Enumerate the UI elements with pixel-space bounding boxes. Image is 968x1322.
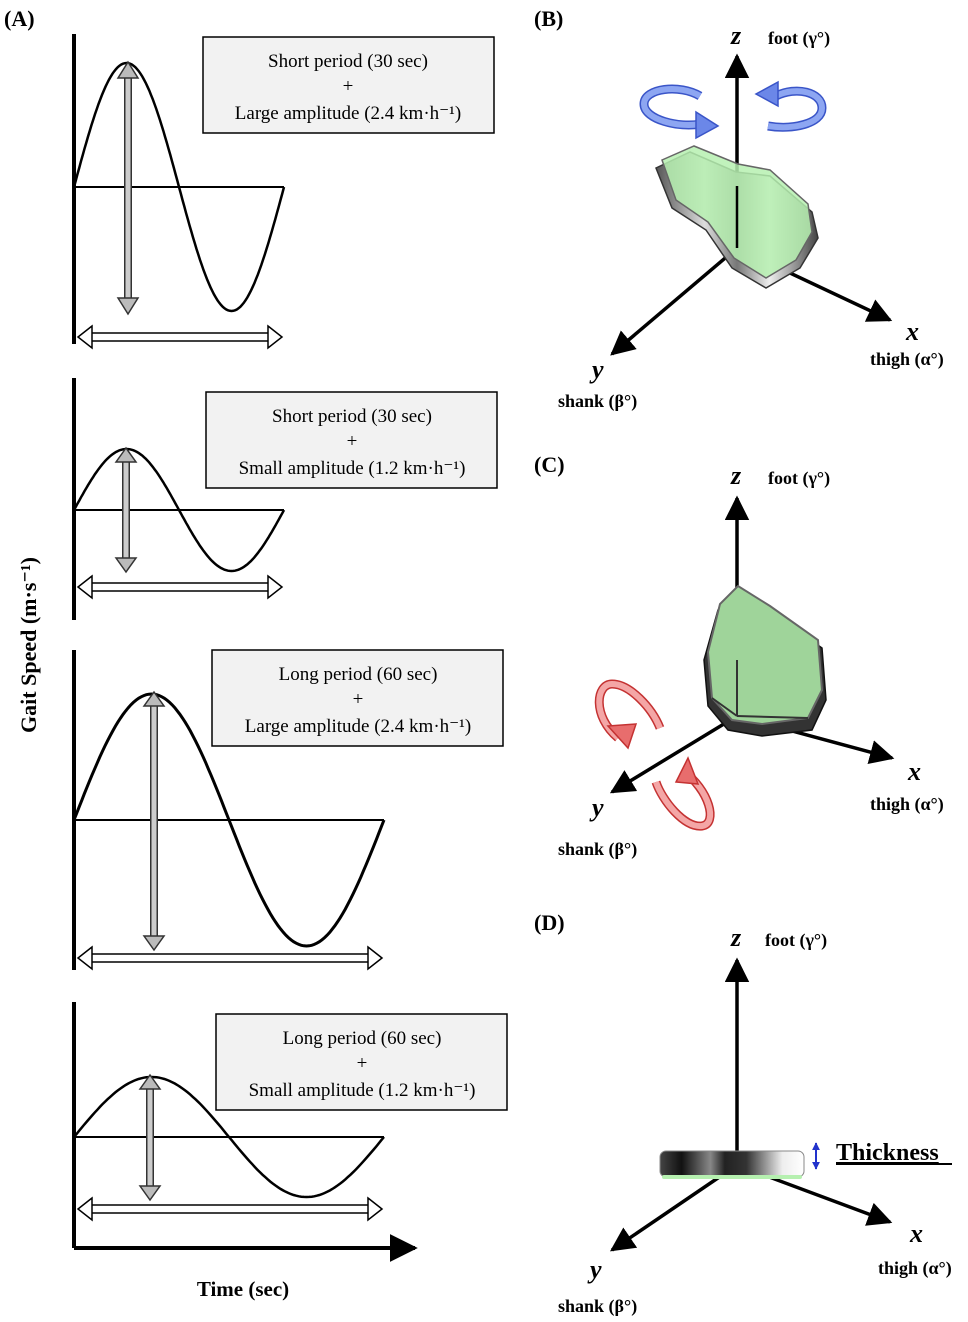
period-arrow bbox=[76, 574, 284, 600]
tilted-ellipse-b bbox=[655, 145, 819, 289]
label-amplitude: Small amplitude (1.2 km·h⁻¹) bbox=[239, 458, 466, 479]
label-period: Short period (30 sec) bbox=[268, 51, 428, 72]
wave-curve bbox=[72, 61, 286, 313]
axes-3d-d: z foot (γ°) x thigh (α°) y shank (β°) bbox=[558, 923, 952, 1317]
z-axis-letter: z bbox=[730, 923, 742, 952]
rotate-arrow-lower-icon bbox=[651, 756, 715, 831]
wave-curve bbox=[72, 447, 286, 573]
rotate-arrow-left-icon bbox=[639, 84, 720, 140]
thickness-label: Thickness bbox=[836, 1140, 939, 1166]
label-plus: + bbox=[357, 1053, 368, 1074]
amplitude-arrow bbox=[114, 446, 138, 574]
shank-label: shank (β°) bbox=[558, 1296, 637, 1317]
amplitude-arrow bbox=[138, 1073, 162, 1202]
y-axis-arrow bbox=[609, 714, 738, 794]
z-axis-letter: z bbox=[730, 21, 742, 50]
y-axis-arrow bbox=[610, 246, 739, 356]
foot-label: foot (γ°) bbox=[768, 28, 830, 49]
flat-disc-d bbox=[659, 1150, 805, 1179]
label-box bbox=[202, 36, 495, 134]
label-period: Long period (60 sec) bbox=[279, 664, 438, 685]
shank-label: shank (β°) bbox=[558, 839, 637, 860]
rotate-arrow-upper-icon bbox=[594, 679, 665, 750]
amplitude-arrow bbox=[142, 690, 166, 952]
foot-label: foot (γ°) bbox=[768, 468, 830, 489]
label-box bbox=[215, 1013, 508, 1111]
amplitude-arrow bbox=[116, 60, 140, 316]
label-plus: + bbox=[353, 689, 364, 710]
wave-panel-1: Short period (30 sec) + Large amplitude … bbox=[72, 34, 495, 350]
y-axis-letter: y bbox=[587, 1255, 602, 1284]
thigh-label: thigh (α°) bbox=[870, 794, 944, 815]
rotate-arrow-right-icon bbox=[754, 80, 827, 132]
label-box bbox=[211, 649, 504, 747]
label-box bbox=[205, 391, 498, 489]
panel-label-c: (C) bbox=[534, 452, 565, 477]
wave-curve bbox=[73, 1075, 385, 1199]
label-plus: + bbox=[347, 431, 358, 452]
x-axis-letter: x bbox=[909, 1219, 923, 1248]
label-amplitude: Small amplitude (1.2 km·h⁻¹) bbox=[249, 1080, 476, 1101]
label-plus: + bbox=[343, 76, 354, 97]
y-axis-title: Gait Speed (m·s⁻¹) bbox=[16, 557, 41, 733]
y-axis-letter: y bbox=[589, 355, 604, 384]
period-arrow bbox=[76, 324, 284, 350]
y-axis-letter: y bbox=[589, 793, 604, 822]
shank-label: shank (β°) bbox=[558, 391, 637, 412]
axes-3d-b: z foot (γ°) x thigh (α°) y shank (β°) bbox=[558, 21, 944, 412]
panel-label-d: (D) bbox=[534, 910, 565, 935]
x-axis-letter: x bbox=[905, 317, 919, 346]
wave-panel-4: Long period (60 sec) + Small amplitude (… bbox=[73, 1013, 508, 1222]
thigh-label: thigh (α°) bbox=[878, 1258, 952, 1279]
wave-panel-3: Long period (60 sec) + Large amplitude (… bbox=[72, 649, 504, 971]
tilted-ellipse-c bbox=[703, 584, 827, 737]
label-period: Short period (30 sec) bbox=[272, 406, 432, 427]
period-arrow bbox=[76, 1196, 384, 1222]
x-axis-title: Time (sec) bbox=[197, 1277, 289, 1301]
thigh-label: thigh (α°) bbox=[870, 349, 944, 370]
label-amplitude: Large amplitude (2.4 km·h⁻¹) bbox=[245, 716, 471, 737]
period-arrow bbox=[76, 945, 384, 971]
label-amplitude: Large amplitude (2.4 km·h⁻¹) bbox=[235, 103, 461, 124]
panel-label-b: (B) bbox=[534, 6, 563, 31]
y-axis-arrow bbox=[609, 1163, 738, 1252]
z-axis-letter: z bbox=[730, 461, 742, 490]
panel-label-a: (A) bbox=[4, 6, 35, 31]
wave-panel-2: Short period (30 sec) + Small amplitude … bbox=[72, 378, 498, 620]
wave-curve bbox=[72, 692, 386, 948]
label-period: Long period (60 sec) bbox=[283, 1028, 442, 1049]
x-axis-letter: x bbox=[907, 757, 921, 786]
foot-label: foot (γ°) bbox=[765, 930, 827, 951]
